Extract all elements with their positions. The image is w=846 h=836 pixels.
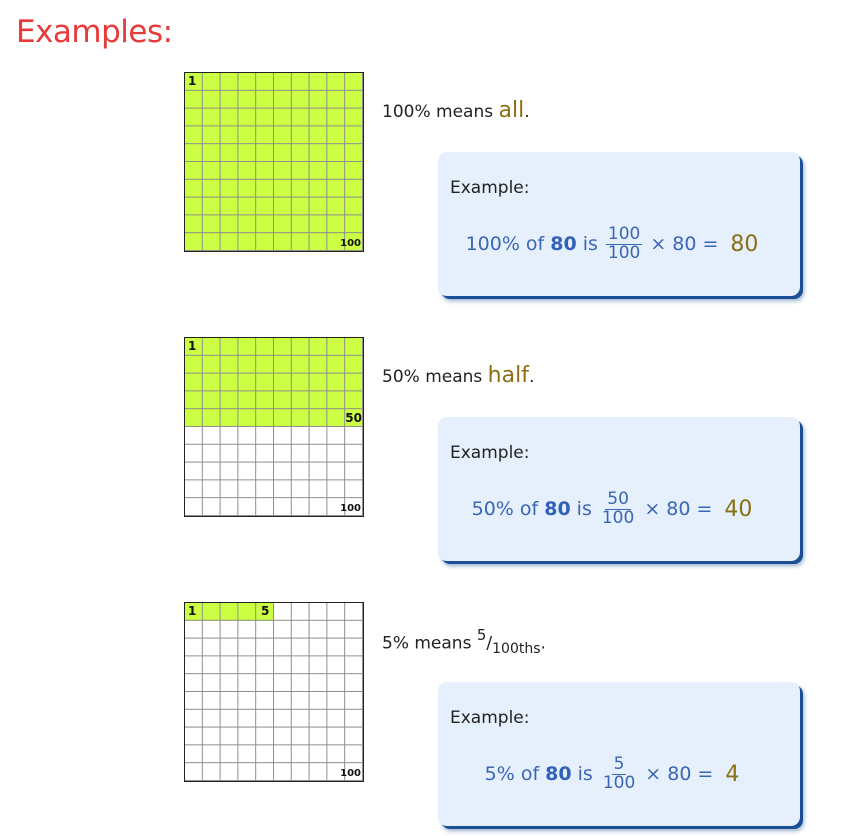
grid-label-1: 1 (188, 74, 197, 88)
example-equation: 5% of 80 is 5 100 × 80 = 4 (438, 754, 786, 793)
equation-result: 80 (730, 231, 759, 257)
fraction-numerator: 50 (605, 489, 631, 510)
equation-times: × 80 (650, 233, 697, 256)
grid-label-5: 5 (261, 604, 270, 618)
grid-lines (185, 73, 363, 251)
fraction-denominator: 100 (602, 772, 636, 793)
grid-label-1: 1 (188, 339, 197, 353)
statement-hundredths: 5% means 5/100ths. (382, 626, 546, 658)
equation-base: 80 (550, 233, 577, 256)
statement-slash: / (486, 633, 493, 654)
equation-times: × 80 (644, 498, 691, 521)
grid-lines (185, 603, 363, 781)
equation-result: 4 (725, 761, 740, 787)
example-box-50: Example: 50% of 80 is 50 100 × 80 = 40 (438, 417, 800, 561)
equation-fraction: 5 100 (601, 754, 637, 793)
equation-percent: 100% of (465, 233, 545, 256)
equation-is: is (576, 498, 592, 521)
grid-label-50: 50 (345, 411, 362, 425)
equation-is: is (582, 233, 598, 256)
example-equation: 50% of 80 is 50 100 × 80 = 40 (438, 489, 786, 528)
fraction-denominator: 100 (607, 242, 641, 263)
statement-all: 100% means all. (382, 98, 530, 123)
hundred-grid-five: 1 5 100 (184, 602, 364, 782)
example-label: Example: (450, 708, 530, 728)
equation-equals: = (702, 233, 719, 256)
example-label: Example: (450, 443, 530, 463)
equation-percent: 50% of (471, 498, 539, 521)
equation-times: × 80 (645, 763, 692, 786)
statement-subscript: 100ths (492, 641, 541, 658)
fraction-denominator: 100 (601, 507, 635, 528)
statement-prefix: 100% means (382, 102, 499, 122)
fraction-numerator: 5 (611, 754, 627, 775)
equation-fraction: 50 100 (600, 489, 636, 528)
page-heading: Examples: (16, 14, 173, 50)
example-box-100: Example: 100% of 80 is 100 100 × 80 = 80 (438, 152, 800, 296)
statement-prefix: 50% means (382, 367, 488, 387)
example-box-5: Example: 5% of 80 is 5 100 × 80 = 4 (438, 682, 800, 826)
statement-suffix: . (540, 633, 546, 654)
equation-is: is (577, 763, 593, 786)
equation-equals: = (696, 498, 713, 521)
hundred-grid-all: 1 100 (184, 72, 364, 252)
equation-base: 80 (544, 498, 571, 521)
statement-suffix: . (524, 102, 530, 122)
example-label: Example: (450, 178, 530, 198)
grid-lines (185, 338, 363, 516)
grid-label-1: 1 (188, 604, 197, 618)
grid-label-100: 100 (340, 503, 361, 514)
grid-label-100: 100 (340, 238, 361, 249)
statement-keyword: all (498, 98, 525, 123)
statement-prefix: 5% means (382, 633, 477, 654)
example-equation: 100% of 80 is 100 100 × 80 = 80 (438, 224, 786, 263)
grid-label-100: 100 (340, 768, 361, 779)
equation-base: 80 (545, 763, 572, 786)
equation-equals: = (697, 763, 714, 786)
equation-fraction: 100 100 (605, 224, 643, 263)
hundred-grid-half: 1 50 100 (184, 337, 364, 517)
statement-suffix: . (528, 367, 535, 387)
statement-half: 50% means half. (382, 363, 534, 388)
equation-result: 40 (724, 496, 753, 522)
equation-percent: 5% of (484, 763, 540, 786)
statement-superscript: 5 (476, 626, 487, 644)
statement-keyword: half (487, 363, 529, 388)
fraction-numerator: 100 (605, 224, 643, 245)
